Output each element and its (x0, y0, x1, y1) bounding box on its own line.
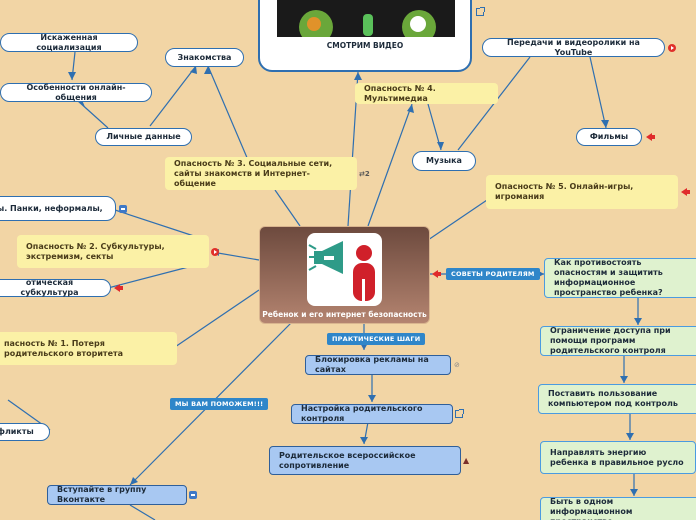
vk-icon[interactable] (189, 491, 197, 499)
node-vk-group[interactable]: Вступайте в группу Вконтакте (47, 485, 187, 505)
speaker-icon[interactable] (646, 133, 655, 141)
node-limit-access[interactable]: Ограничение доступа при помощи программ … (540, 326, 696, 356)
link-icon[interactable]: ⊘ (454, 361, 460, 369)
speaker-icon[interactable] (432, 270, 441, 278)
video-thumbnails (299, 10, 436, 44)
node-russian-resistance[interactable]: Родительское всероссийское сопротивление (269, 446, 461, 475)
link-icon: ⇄ (359, 170, 365, 178)
label-help: МЫ ВАМ ПОМОЖЕМ!!! (170, 398, 269, 410)
node-online-features[interactable]: Особенности онлайн-общения (0, 83, 152, 102)
link-count-value: 2 (364, 170, 370, 178)
label-practical: ПРАКТИЧЕСКИЕ ШАГИ (327, 333, 426, 345)
video-screen[interactable] (277, 0, 455, 44)
node-music[interactable]: Музыка (412, 151, 476, 171)
node-gothic[interactable]: отическая субкультура (0, 278, 111, 297)
central-image (307, 233, 382, 306)
node-danger-2[interactable]: Опасность № 2. Субкультуры, экстремизм, … (17, 235, 209, 268)
fork-icon (307, 17, 321, 31)
node-distorted-socialization[interactable]: Искаженная социализация (0, 33, 138, 52)
node-danger-5[interactable]: Опасность № 5. Онлайн-игры, игромания (486, 175, 678, 209)
video-caption: СМОТРИМ ВИДЕО (326, 41, 404, 50)
node-parental-setup[interactable]: Настройка родительского контроля (291, 404, 453, 424)
node-conflicts[interactable]: фликты (0, 423, 50, 441)
node-acquaintances[interactable]: Знакомства (165, 48, 244, 67)
vk-icon[interactable] (119, 205, 127, 213)
node-block-ads[interactable]: Блокировка рекламы на сайтах (305, 355, 451, 375)
speaker-icon[interactable] (681, 188, 690, 196)
youtube-icon[interactable] (211, 248, 219, 256)
figure-icon (363, 14, 373, 36)
tree-icon (410, 16, 426, 32)
label-advice: СОВЕТЫ РОДИТЕЛЯМ (446, 268, 540, 280)
node-personal-data[interactable]: Личные данные (95, 128, 192, 146)
node-direct-energy[interactable]: Направлять энергию ребенка в правильное … (540, 441, 696, 474)
people-icon[interactable]: ▲ (463, 456, 470, 465)
node-one-space[interactable]: Быть в одном информационном пространстве (540, 497, 696, 520)
node-danger-4[interactable]: Опасность № 4. Мультимедиа (355, 83, 498, 104)
external-link-icon[interactable] (455, 409, 464, 418)
link-count-badge: ⇄2 (359, 170, 370, 178)
node-danger-1[interactable]: пасность № 1. Потеря родительского втори… (0, 332, 177, 365)
node-computer-control[interactable]: Поставить пользование компьютером под ко… (538, 384, 696, 414)
node-youtube[interactable]: Передачи и видеоролики на YouTube (482, 38, 665, 57)
central-topic[interactable]: Ребенок и его интернет безопасность (259, 226, 430, 324)
video-card[interactable]: СМОТРИМ ВИДЕО (258, 0, 472, 72)
external-link-icon[interactable] (476, 7, 485, 16)
megaphone-person-icon (308, 241, 375, 301)
node-films[interactable]: Фильмы (576, 128, 642, 146)
node-danger-3[interactable]: Опасность № 3. Социальные сети, сайты зн… (165, 157, 357, 190)
node-how-to-counter[interactable]: Как противостоять опасностям и защитить … (544, 258, 696, 298)
speaker-icon[interactable] (114, 284, 123, 292)
central-title: Ребенок и его интернет безопасность (262, 310, 427, 319)
youtube-icon[interactable] (668, 44, 676, 52)
node-punks[interactable]: ы. Панки, неформалы, (0, 196, 116, 221)
